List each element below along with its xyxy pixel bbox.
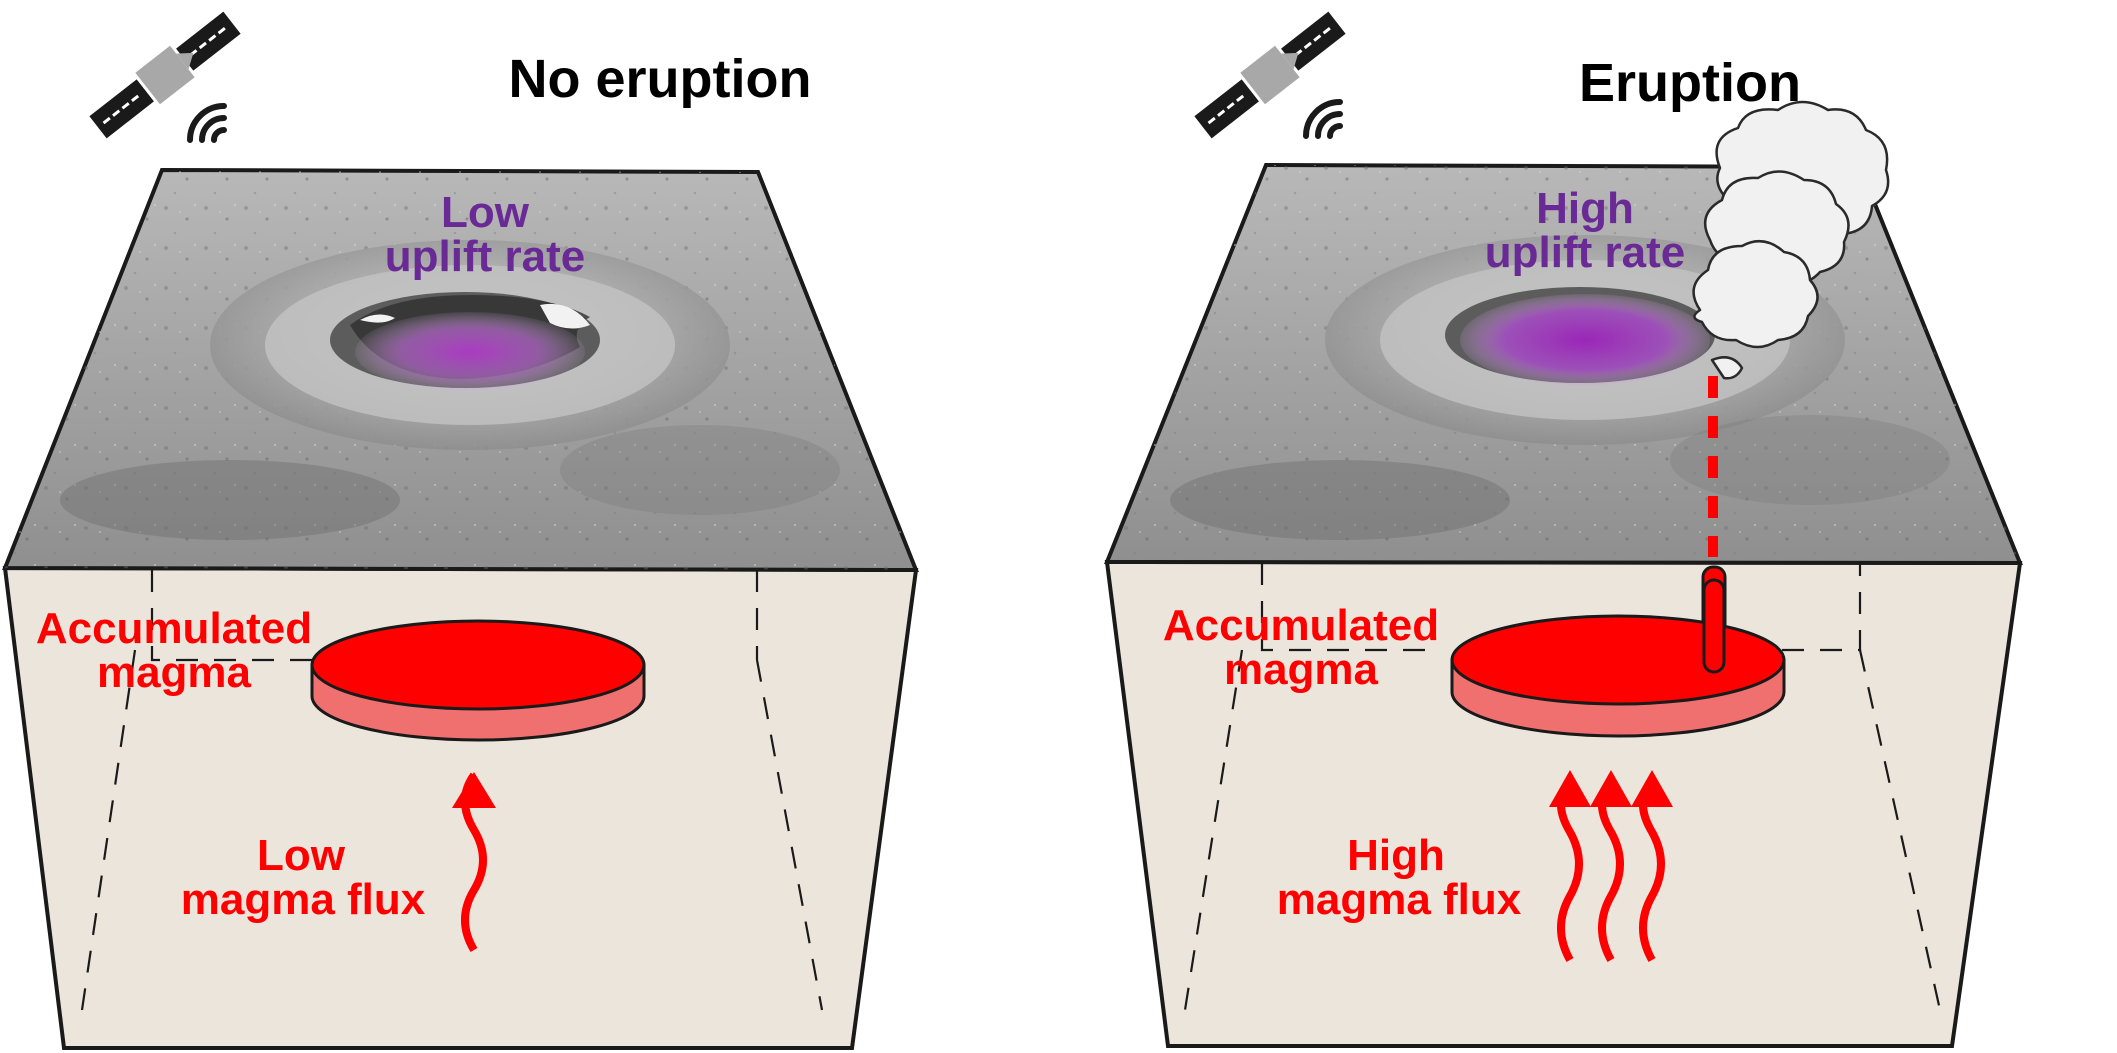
right-title: Eruption	[1579, 53, 1801, 113]
right-flux-arrowheads	[1549, 770, 1673, 807]
satellite-icon	[1194, 11, 1346, 139]
left-hidden-edges	[80, 570, 824, 1011]
left-magma-label-line1: Accumulated	[36, 604, 312, 653]
right-uplift-line1: High	[1536, 184, 1634, 233]
right-panel: Eruption High uplift rate	[1104, 11, 2023, 1048]
satellite-icon	[89, 11, 241, 139]
left-crater-uplift-zone	[355, 312, 585, 392]
left-title: No eruption	[509, 49, 812, 109]
signal-icon	[187, 103, 227, 143]
signal-icon	[1303, 99, 1343, 139]
left-magma-label-line2: magma	[97, 648, 252, 697]
left-flux-label-line2: magma flux	[181, 875, 426, 924]
right-uplift-line2: uplift rate	[1485, 228, 1685, 277]
left-panel: No eruption Low uplift rate Ac	[2, 11, 919, 1050]
right-crater-uplift-zone	[1460, 294, 1710, 386]
left-flux-arrow	[452, 772, 496, 953]
left-uplift-line1: Low	[441, 188, 530, 237]
right-magma-chamber	[1450, 578, 1786, 738]
right-flux-label-line2: magma flux	[1277, 875, 1522, 924]
right-magma-label-line2: magma	[1224, 645, 1379, 694]
left-uplift-line2: uplift rate	[385, 232, 585, 281]
right-flux-label-line1: High	[1347, 831, 1445, 880]
left-magma-chamber	[310, 619, 646, 742]
right-magma-label-line1: Accumulated	[1163, 601, 1439, 650]
left-flux-label-line1: Low	[257, 831, 346, 880]
right-hidden-edges	[1183, 563, 1942, 1011]
plume-icon	[1692, 100, 1890, 380]
